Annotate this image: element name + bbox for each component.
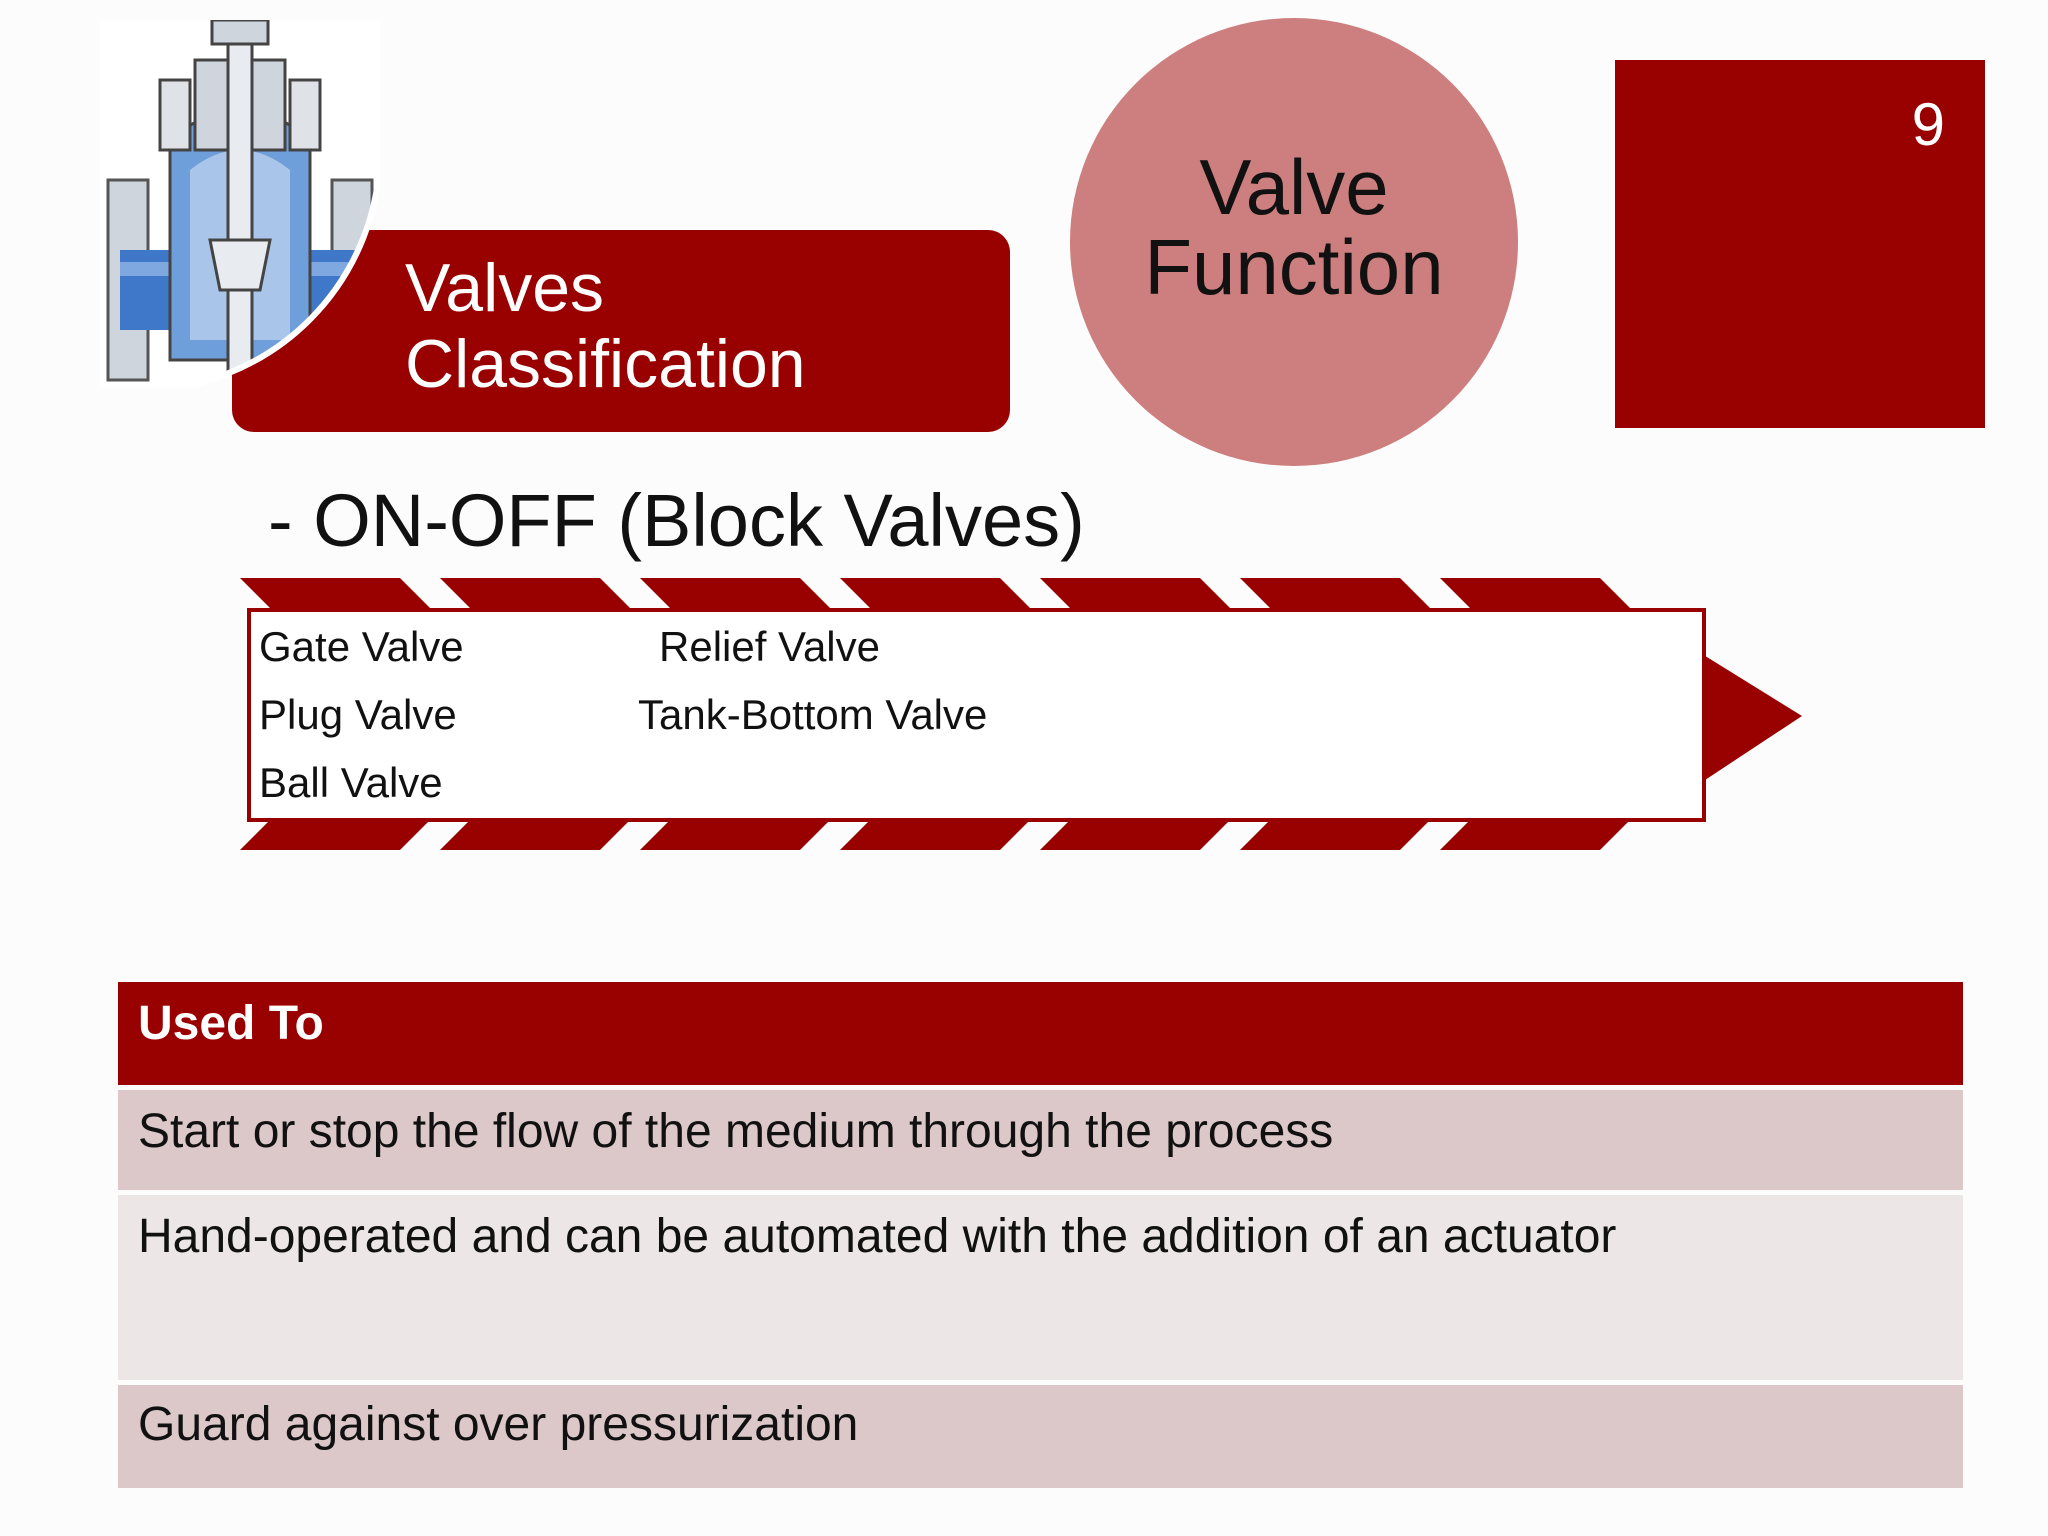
table-header: Used To [118, 982, 1963, 1085]
valve-illustration-icon [100, 20, 380, 388]
valve-function-circle: Valve Function [1070, 18, 1518, 466]
valve-item-gate: Gate Valve [259, 623, 464, 670]
title-line-2: Classification [405, 326, 806, 402]
valve-list-box: Gate Valve Plug Valve Ball Valve Relief … [249, 610, 1704, 820]
title-line-1: Valves [405, 250, 605, 326]
chevron-arrow-graphic [240, 578, 1802, 850]
page-number-box: 9 [1615, 60, 1985, 428]
table-row: Start or stop the flow of the medium thr… [118, 1085, 1963, 1190]
valve-item-plug: Plug Valve [259, 691, 457, 738]
slide-title: Valves Classification [405, 250, 965, 402]
valve-item-tank-bottom: Tank-Bottom Valve [638, 691, 988, 738]
section-subheading: - ON-OFF (Block Valves) [268, 479, 1085, 562]
valve-item-relief: Relief Valve [659, 623, 880, 670]
table-row: Guard against over pressurization [118, 1380, 1963, 1488]
circle-line-2: Function [1144, 223, 1444, 311]
table-row: Hand-operated and can be automated with … [118, 1190, 1963, 1380]
title-banner [232, 230, 1010, 432]
circle-label: Valve Function [1144, 147, 1443, 307]
valve-item-ball: Ball Valve [259, 759, 443, 806]
page-number: 9 [1911, 91, 1945, 158]
circle-line-1: Valve [1199, 143, 1389, 231]
uses-table: Used To Start or stop the flow of the me… [118, 982, 1963, 1488]
